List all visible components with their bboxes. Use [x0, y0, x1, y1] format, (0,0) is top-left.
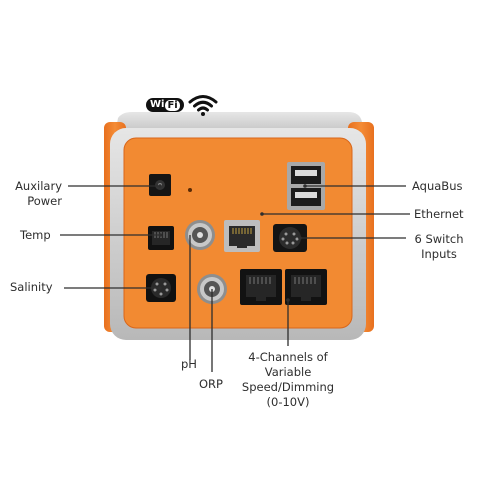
- wifi-logo-wi: Wi: [150, 99, 165, 110]
- din-connector-icon: [273, 224, 307, 252]
- ethernet-port-icon: [240, 269, 282, 305]
- ethernet-port-icon: [285, 269, 327, 305]
- wifi-logo-fi: Fi: [165, 99, 180, 111]
- label-ethernet: Ethernet: [414, 207, 464, 221]
- wifi-icon: [188, 95, 218, 116]
- label-aux-power: Auxilary Power: [15, 179, 62, 208]
- leader-lines: [60, 185, 410, 372]
- label-channels: 4-Channels of Variable Speed/Dimming (0-…: [241, 350, 335, 409]
- label-temp: Temp: [20, 228, 51, 242]
- label-salinity: Salinity: [10, 280, 53, 294]
- label-switch-inputs: 6 Switch Inputs: [414, 232, 464, 261]
- indicator-led: [188, 188, 192, 192]
- rj-jack-icon: [148, 226, 174, 250]
- ethernet-port-icon: [224, 220, 260, 252]
- label-orp: ORP: [199, 377, 223, 391]
- label-ph: pH: [181, 357, 197, 371]
- bnc-connector-icon: [185, 220, 215, 250]
- label-aquabus: AquaBus: [412, 179, 463, 193]
